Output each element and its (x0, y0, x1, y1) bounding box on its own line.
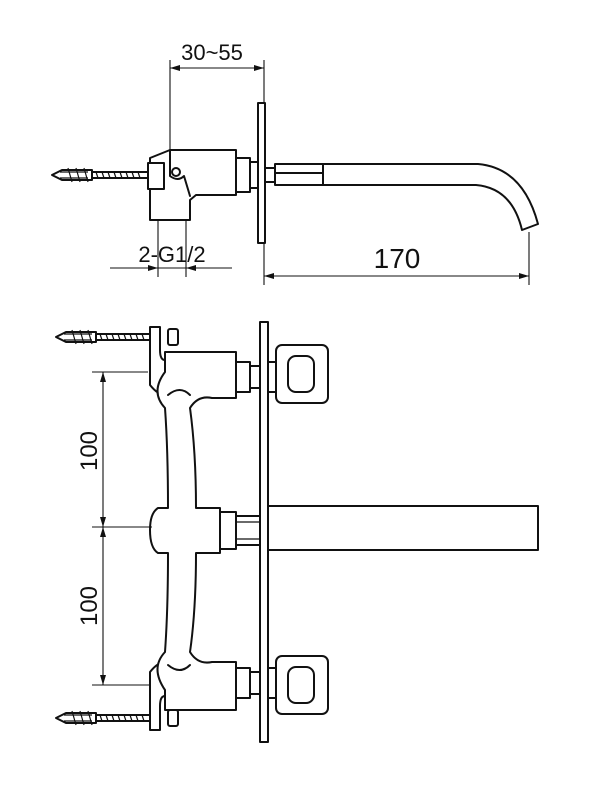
label-connection: 2-G1/2 (138, 242, 205, 267)
dimension-connection: 2-G1/2 (110, 220, 232, 277)
valve-body-side (147, 149, 259, 221)
label-spout-projection: 170 (374, 243, 421, 274)
valve-body-front (149, 351, 237, 711)
spout-front (267, 505, 539, 551)
label-spacing-upper: 100 (76, 431, 103, 471)
wall-plate-front (259, 321, 269, 743)
front-view: 100 100 (55, 321, 539, 743)
connector-middle (219, 511, 237, 550)
handle-lower (267, 655, 329, 715)
spout-side (264, 163, 539, 231)
connector-lower (235, 667, 251, 699)
anchor-screw-side (51, 167, 151, 183)
label-wall-thickness: 30~55 (181, 40, 243, 65)
side-view: 30~55 2-G1/2 170 (51, 40, 539, 285)
anchor-screw-lower (55, 709, 179, 727)
dimension-wall-thickness: 30~55 (169, 40, 265, 150)
dimension-spout-projection: 170 (263, 232, 530, 285)
connector-upper (235, 361, 251, 393)
dimension-spacing: 100 100 (76, 371, 152, 686)
wall-plate-side (257, 102, 266, 244)
handle-upper (267, 344, 329, 404)
label-spacing-lower: 100 (76, 586, 103, 626)
